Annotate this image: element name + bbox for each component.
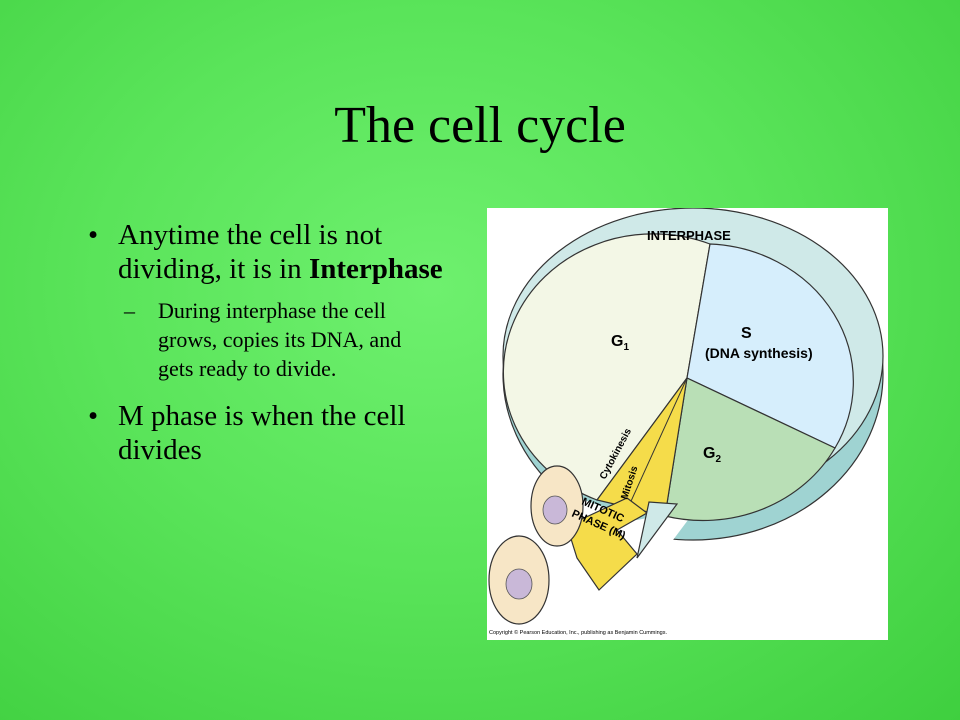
sub-bullet-mark: – [124, 298, 135, 323]
g1-label: G1 [611, 333, 629, 353]
bullet-mark: • [88, 400, 99, 432]
cell-cycle-figure: INTERPHASE G1 S (DNA synthesis) G2 Cytok… [487, 208, 888, 640]
mitotic-arrow [566, 497, 649, 591]
nucleus-upper [542, 495, 568, 525]
g2-label: G2 [703, 445, 721, 465]
copyright-text: Copyright © Pearson Education, Inc., pub… [489, 629, 667, 636]
sub-bullet-interphase: – During interphase the cell grows, copi… [82, 296, 438, 383]
cell-cycle-diagram: INTERPHASE G1 S (DNA synthesis) G2 Cytok… [488, 208, 884, 636]
ring-arrowhead [636, 501, 679, 559]
g2-letter: G [703, 445, 715, 462]
g2-subscript: 2 [715, 454, 721, 465]
bullet-m-phase-text: M phase is when the cell divides [118, 400, 406, 466]
s-description: (DNA synthesis) [705, 345, 813, 361]
s-label: S [741, 325, 752, 342]
mitosis-divider [626, 377, 688, 511]
bullet-interphase-text: Anytime the cell is not dividing, it is … [118, 219, 383, 285]
g1-subscript: 1 [623, 342, 629, 353]
sub-bullet-text: During interphase the cell grows, copies… [158, 298, 402, 381]
bullet-m-phase: • M phase is when the cell divides [82, 399, 477, 467]
bullet-interphase-bold: Interphase [308, 253, 443, 285]
bullet-interphase: • Anytime the cell is not dividing, it i… [82, 218, 477, 286]
g2-sector [664, 377, 836, 522]
interphase-label: INTERPHASE [647, 228, 731, 243]
bullet-mark: • [88, 219, 99, 251]
slide-body: • Anytime the cell is not dividing, it i… [82, 218, 477, 477]
g1-sector [502, 233, 711, 501]
g1-letter: G [611, 333, 623, 350]
nucleus-lower [505, 568, 533, 600]
slide-title: The cell cycle [334, 97, 626, 154]
